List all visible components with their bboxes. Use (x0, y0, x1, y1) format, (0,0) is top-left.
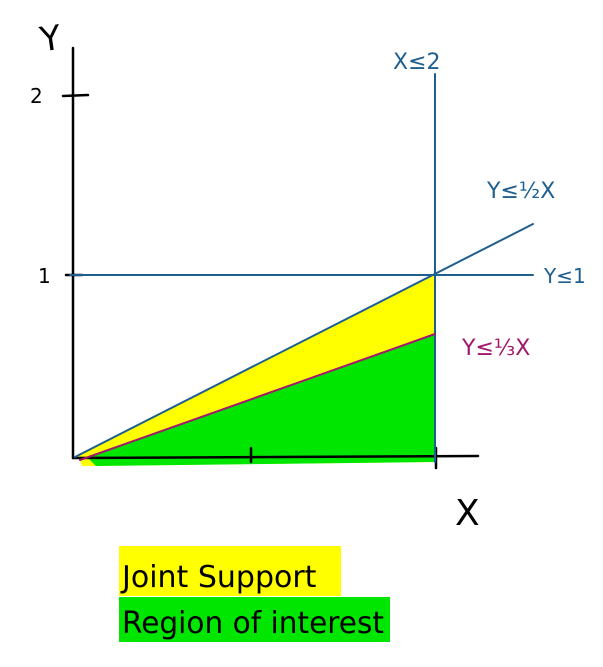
y-axis-label: Y (36, 18, 63, 61)
label-y-le-half-x: Y≤½X (486, 179, 555, 204)
y-tick-1-label: 1 (38, 264, 51, 288)
legend-region-of-interest-swatch (119, 597, 390, 642)
y-tick-2-label: 2 (30, 84, 43, 108)
y-tick-2-mark (61, 93, 90, 98)
line-y-le-half-x (74, 223, 534, 458)
label-y-le-third-x: Y≤⅓X (461, 336, 530, 361)
x-axis (71, 454, 480, 460)
label-x-le-2: X≤2 (393, 50, 441, 75)
label-y-le-1: Y≤1 (543, 264, 586, 288)
region-of-interest-region (88, 335, 435, 466)
legend-joint-support-swatch (119, 546, 341, 596)
legend-joint-support-label: Joint Support (120, 560, 317, 595)
x-axis-label: X (455, 493, 480, 534)
line-y-le-third-x (79, 333, 436, 461)
legend-region-of-interest-label: Region of interest (122, 606, 384, 641)
